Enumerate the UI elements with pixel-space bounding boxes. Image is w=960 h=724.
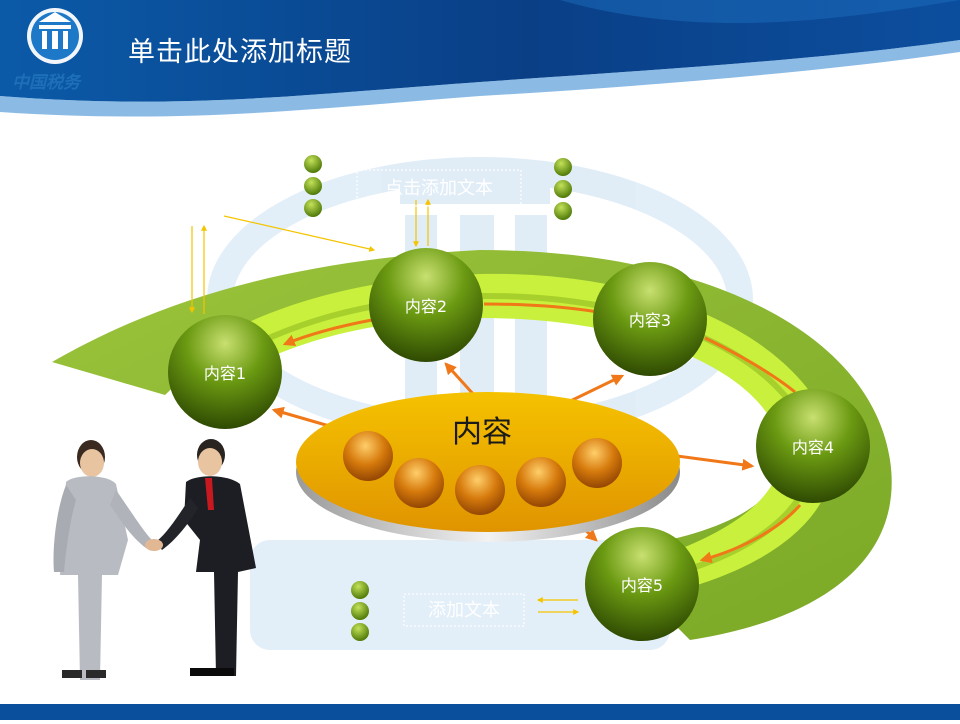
- footer-strip: [0, 704, 960, 720]
- center-ball-1: [343, 431, 393, 481]
- center-ball-3: [455, 465, 505, 515]
- center-label: 内容: [452, 415, 512, 450]
- logo-emblem: [27, 8, 83, 64]
- dot-cluster-top-left: [304, 155, 322, 217]
- logo-text: 中国税务: [12, 73, 83, 93]
- node-1-label: 内容1: [204, 364, 246, 383]
- node-5[interactable]: 内容5: [585, 527, 699, 641]
- outer-green-arc: [52, 250, 892, 640]
- node-1[interactable]: 内容1: [168, 315, 282, 429]
- top-textbox[interactable]: 点击添加文本: [356, 169, 522, 207]
- arrow-3-to-4: [704, 336, 796, 394]
- node-5-label: 内容5: [621, 576, 663, 595]
- node-4-label: 内容4: [792, 438, 834, 457]
- node-2-label: 内容2: [405, 297, 447, 316]
- arrow-4-to-5: [699, 504, 802, 564]
- dot-cluster-bottom: [351, 581, 369, 641]
- node-3-label: 内容3: [629, 311, 671, 330]
- center-ball-4: [516, 457, 566, 507]
- bottom-textbox-label: 添加文本: [428, 600, 500, 621]
- page-title[interactable]: 单击此处添加标题: [128, 37, 352, 68]
- node-2[interactable]: 内容2: [369, 248, 483, 362]
- node-4[interactable]: 内容4: [756, 389, 870, 503]
- node-3[interactable]: 内容3: [593, 262, 707, 376]
- arrow-3-to-2: [483, 302, 599, 314]
- dot-cluster-top-right: [554, 158, 572, 220]
- handshake-illustration: [53, 439, 256, 680]
- arrow-2-to-1: [282, 318, 373, 347]
- yellow-line-diag: [223, 215, 376, 252]
- center-ball-2: [394, 458, 444, 508]
- center-ball-5: [572, 438, 622, 488]
- bottom-textbox[interactable]: 添加文本: [403, 593, 525, 627]
- top-textbox-label: 点击添加文本: [385, 178, 493, 199]
- header-band: [0, 0, 960, 117]
